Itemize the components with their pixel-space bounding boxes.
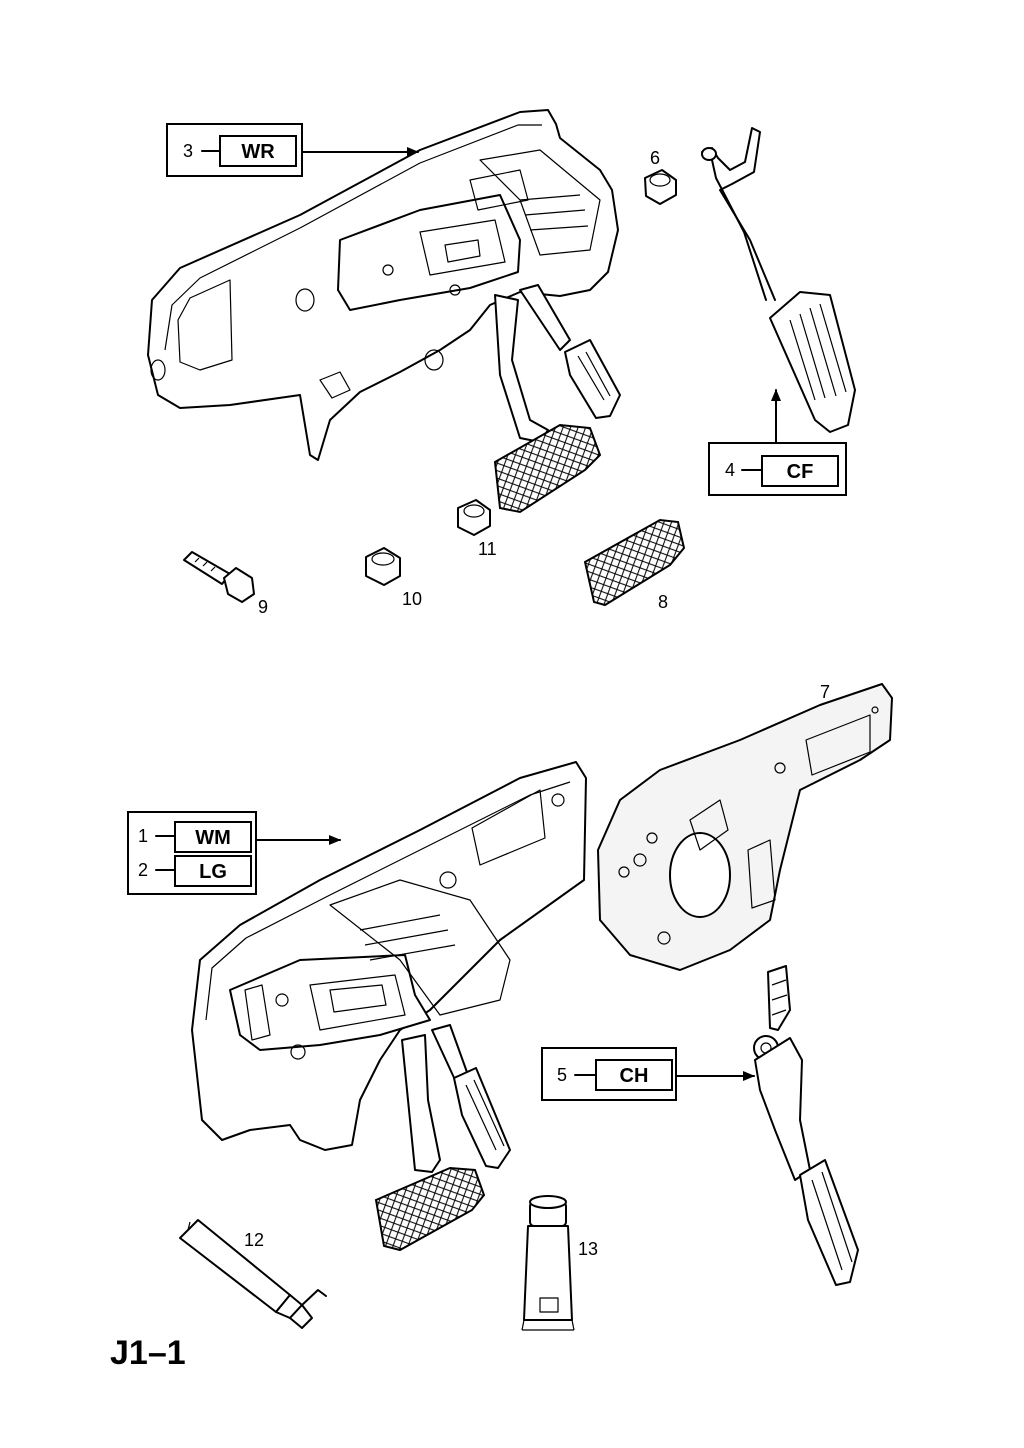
- callout-5-number: 5: [557, 1065, 567, 1085]
- label-part-9: 9: [258, 597, 268, 617]
- accelerator-pedal: [701, 127, 856, 433]
- callout-3-number: 3: [183, 141, 193, 161]
- nut-part-6: [644, 169, 677, 205]
- nut-part-11: [457, 499, 491, 536]
- bolt-part-9: [183, 551, 255, 603]
- pedal-box-assembly-bottom: [191, 761, 587, 1252]
- callout-3-code: WR: [241, 141, 275, 163]
- callout-4-code: CF: [787, 461, 814, 483]
- tube-part-12: [179, 1219, 327, 1329]
- label-part-13: 13: [578, 1239, 598, 1259]
- nut-part-10: [365, 547, 401, 586]
- pedal-box-assembly-top: [147, 109, 621, 514]
- pedal-arm-part-5: [753, 965, 859, 1286]
- callout-2-number: 2: [138, 860, 148, 880]
- label-part-6: 6: [650, 148, 660, 168]
- callout-3: 3 WR: [166, 123, 419, 177]
- pedal-pad-part-8: [583, 518, 686, 607]
- callout-1-number: 1: [138, 826, 148, 846]
- callout-2-code: LG: [199, 861, 227, 883]
- label-part-10: 10: [402, 589, 422, 609]
- bulkhead-plate-part-7: [597, 683, 893, 971]
- label-part-12: 12: [244, 1230, 264, 1250]
- callout-4: 4 CF: [708, 389, 847, 496]
- label-part-8: 8: [658, 592, 668, 612]
- callout-5-code: CH: [620, 1065, 649, 1087]
- page-code: J1–1: [110, 1334, 186, 1372]
- callout-4-number: 4: [725, 460, 735, 480]
- callout-1-code: WM: [195, 827, 231, 849]
- tube-part-13: [521, 1195, 575, 1331]
- label-part-11: 11: [478, 539, 497, 559]
- label-part-7: 7: [820, 682, 830, 702]
- callout-1-2: 1 WM 2 LG: [127, 811, 341, 895]
- callout-5: 5 CH: [541, 1047, 755, 1101]
